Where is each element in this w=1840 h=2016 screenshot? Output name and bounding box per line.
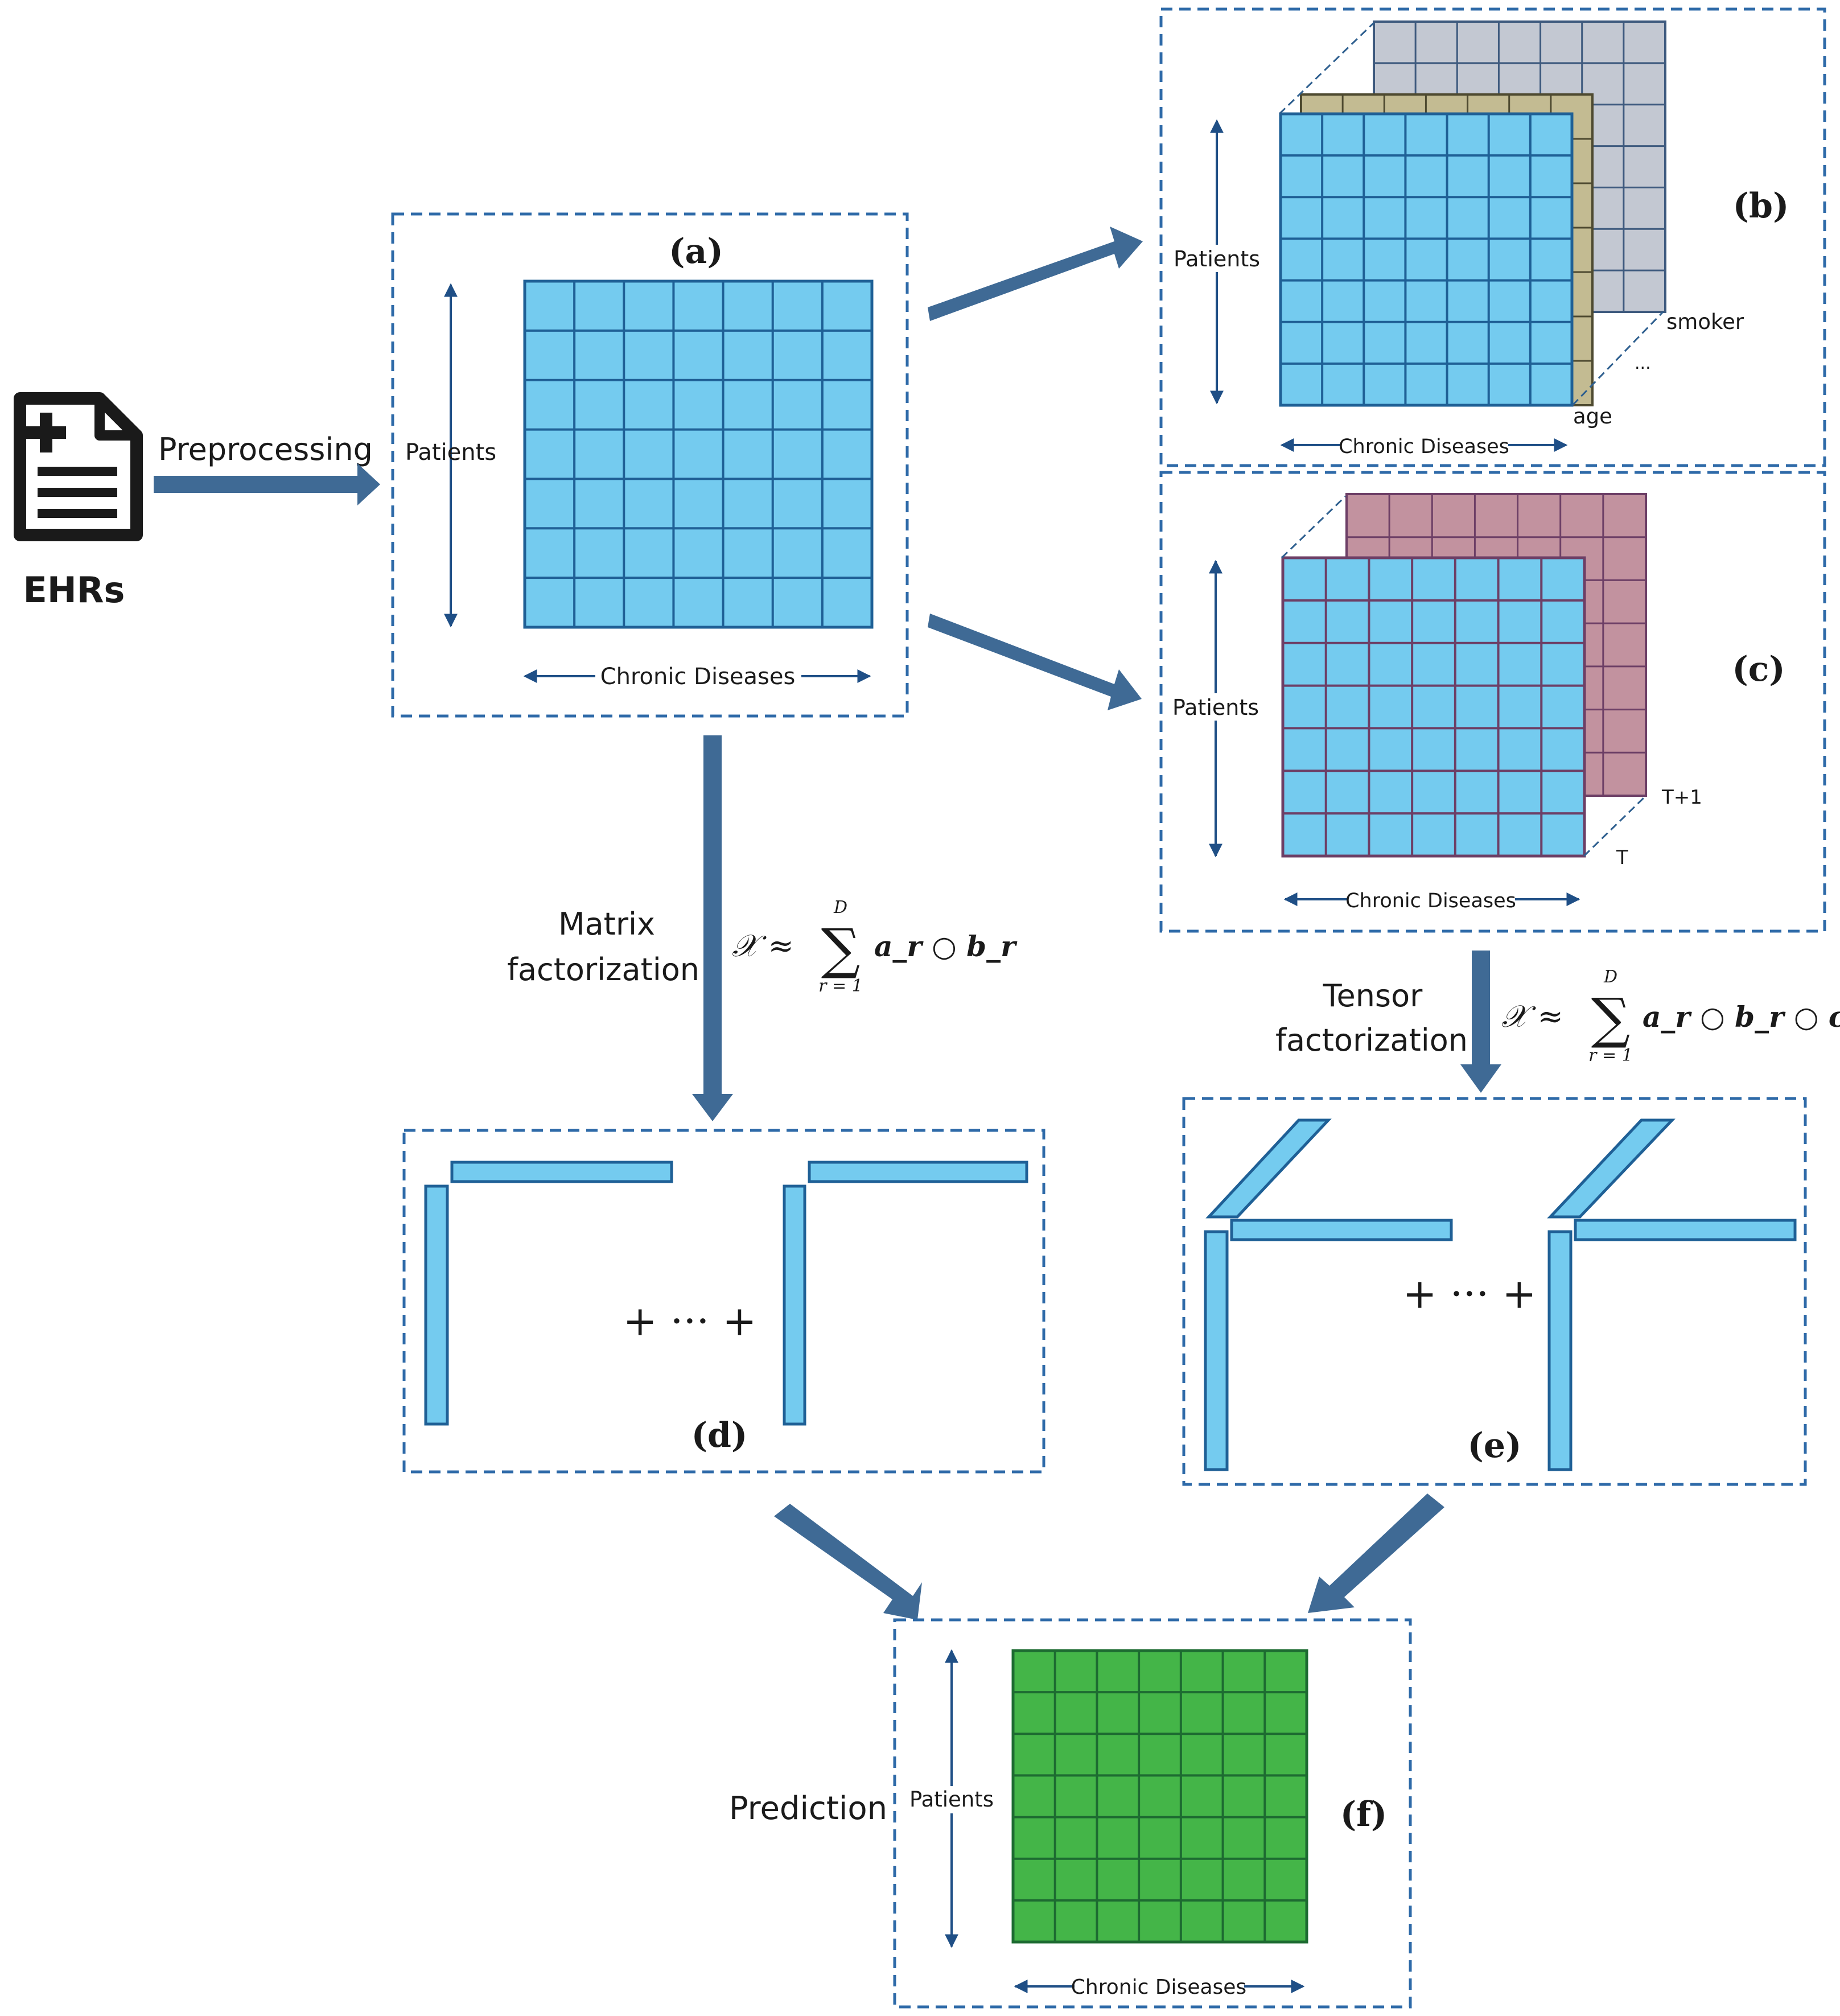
svg-text:a_r ○ b_r: a_r ○ b_r xyxy=(874,929,1018,963)
panel-c-border xyxy=(1159,471,1826,933)
ehrs-label: EHRs xyxy=(23,569,125,611)
plus-dots-plus-e: + ··· + xyxy=(1402,1270,1536,1318)
svg-text:∑: ∑ xyxy=(1591,986,1631,1050)
panel-a-label: (a) xyxy=(669,232,723,271)
factor-a1-bar-e xyxy=(1204,1230,1229,1471)
tensor-factorization-label-2: factorization xyxy=(1275,1022,1468,1058)
patients-label-c: Patients xyxy=(1172,695,1259,720)
matrix-factorization-formula: 𝒳 ≈ D ∑ r = 1 a_r ○ b_r xyxy=(732,898,1018,996)
factor-aD-bar-e xyxy=(1547,1230,1573,1471)
factor-b1-bar xyxy=(450,1161,673,1183)
matrix-a-grid xyxy=(523,279,874,629)
grid-background xyxy=(1281,556,1586,858)
t-plus-1-label: T+1 xyxy=(1661,786,1702,809)
diseases-label-a: Chronic Diseases xyxy=(600,664,796,690)
factor-b1-bar-e xyxy=(1230,1219,1453,1241)
panel-e-border xyxy=(1182,1097,1807,1486)
grid-background xyxy=(523,279,874,629)
matrix-factorization-label-2: factorization xyxy=(507,952,699,988)
arrow-a-to-b xyxy=(928,227,1143,321)
age-label: age xyxy=(1573,404,1612,429)
factor-bD-bar xyxy=(808,1161,1028,1183)
panel-f-border xyxy=(893,1618,1412,2009)
arrow-a-to-c xyxy=(928,614,1142,710)
factor-bD-bar-e xyxy=(1574,1219,1797,1241)
tensor-factorization-formula: 𝒳 ≈ D ∑ r = 1 a_r ○ b_r ○ c_r xyxy=(1501,967,1840,1065)
panel-d-label: (d) xyxy=(691,1416,748,1455)
svg-text:r = 1: r = 1 xyxy=(1588,1046,1633,1065)
grid-background xyxy=(1011,1649,1308,1944)
patients-label-f: Patients xyxy=(909,1787,994,1812)
panel-e-label: (e) xyxy=(1468,1426,1522,1466)
arrow-c-to-e xyxy=(1460,951,1501,1093)
svg-text:D: D xyxy=(833,898,847,918)
arrow-d-to-f xyxy=(774,1504,922,1620)
grid-background xyxy=(1279,112,1574,407)
svg-text:D: D xyxy=(1603,967,1617,987)
ehr-document-icon xyxy=(14,392,143,541)
factor-c1-bar xyxy=(1205,1118,1332,1219)
panel-d-border xyxy=(402,1129,1045,1474)
prediction-label: Prediction xyxy=(729,1790,887,1827)
factor-cD-bar xyxy=(1547,1118,1676,1219)
panel-b-border xyxy=(1159,7,1826,467)
panel-b-label: (b) xyxy=(1733,186,1789,226)
svg-text:r = 1: r = 1 xyxy=(818,976,863,996)
tensor-c-layer-t xyxy=(1281,556,1586,858)
preprocessing-arrow xyxy=(154,463,380,505)
panel-f-label: (f) xyxy=(1340,1795,1388,1834)
tensor-b-layer-age xyxy=(1279,112,1574,407)
patients-label-a: Patients xyxy=(405,439,496,466)
tensor-factorization-label-1: Tensor xyxy=(1323,978,1423,1014)
arrow-e-to-f xyxy=(1308,1494,1444,1613)
ellipsis-label: ... xyxy=(1635,353,1651,373)
svg-text:𝒳 ≈: 𝒳 ≈ xyxy=(732,928,794,964)
svg-text:𝒳 ≈: 𝒳 ≈ xyxy=(1501,998,1563,1034)
plus-dots-plus-d: + ··· + xyxy=(623,1297,756,1345)
panel-c-label: (c) xyxy=(1732,649,1785,689)
matrix-factorization-label-1: Matrix xyxy=(558,906,655,942)
patients-label-b: Patients xyxy=(1174,246,1260,271)
arrow-a-to-d xyxy=(692,735,733,1121)
svg-text:∑: ∑ xyxy=(821,917,861,981)
smoker-label: smoker xyxy=(1666,310,1744,334)
preprocessing-label: Preprocessing xyxy=(158,431,373,467)
factor-a1-bar xyxy=(424,1184,449,1426)
t-label: T xyxy=(1616,846,1628,869)
panel-a-border xyxy=(391,212,909,718)
diseases-label-b: Chronic Diseases xyxy=(1339,435,1509,458)
prediction-matrix-grid xyxy=(1011,1649,1308,1944)
factor-aD-bar xyxy=(783,1184,806,1426)
diseases-label-f: Chronic Diseases xyxy=(1071,1976,1246,1999)
svg-text:a_r ○ b_r ○ c_r: a_r ○ b_r ○ c_r xyxy=(1643,1000,1840,1034)
diseases-label-c: Chronic Diseases xyxy=(1345,890,1516,912)
